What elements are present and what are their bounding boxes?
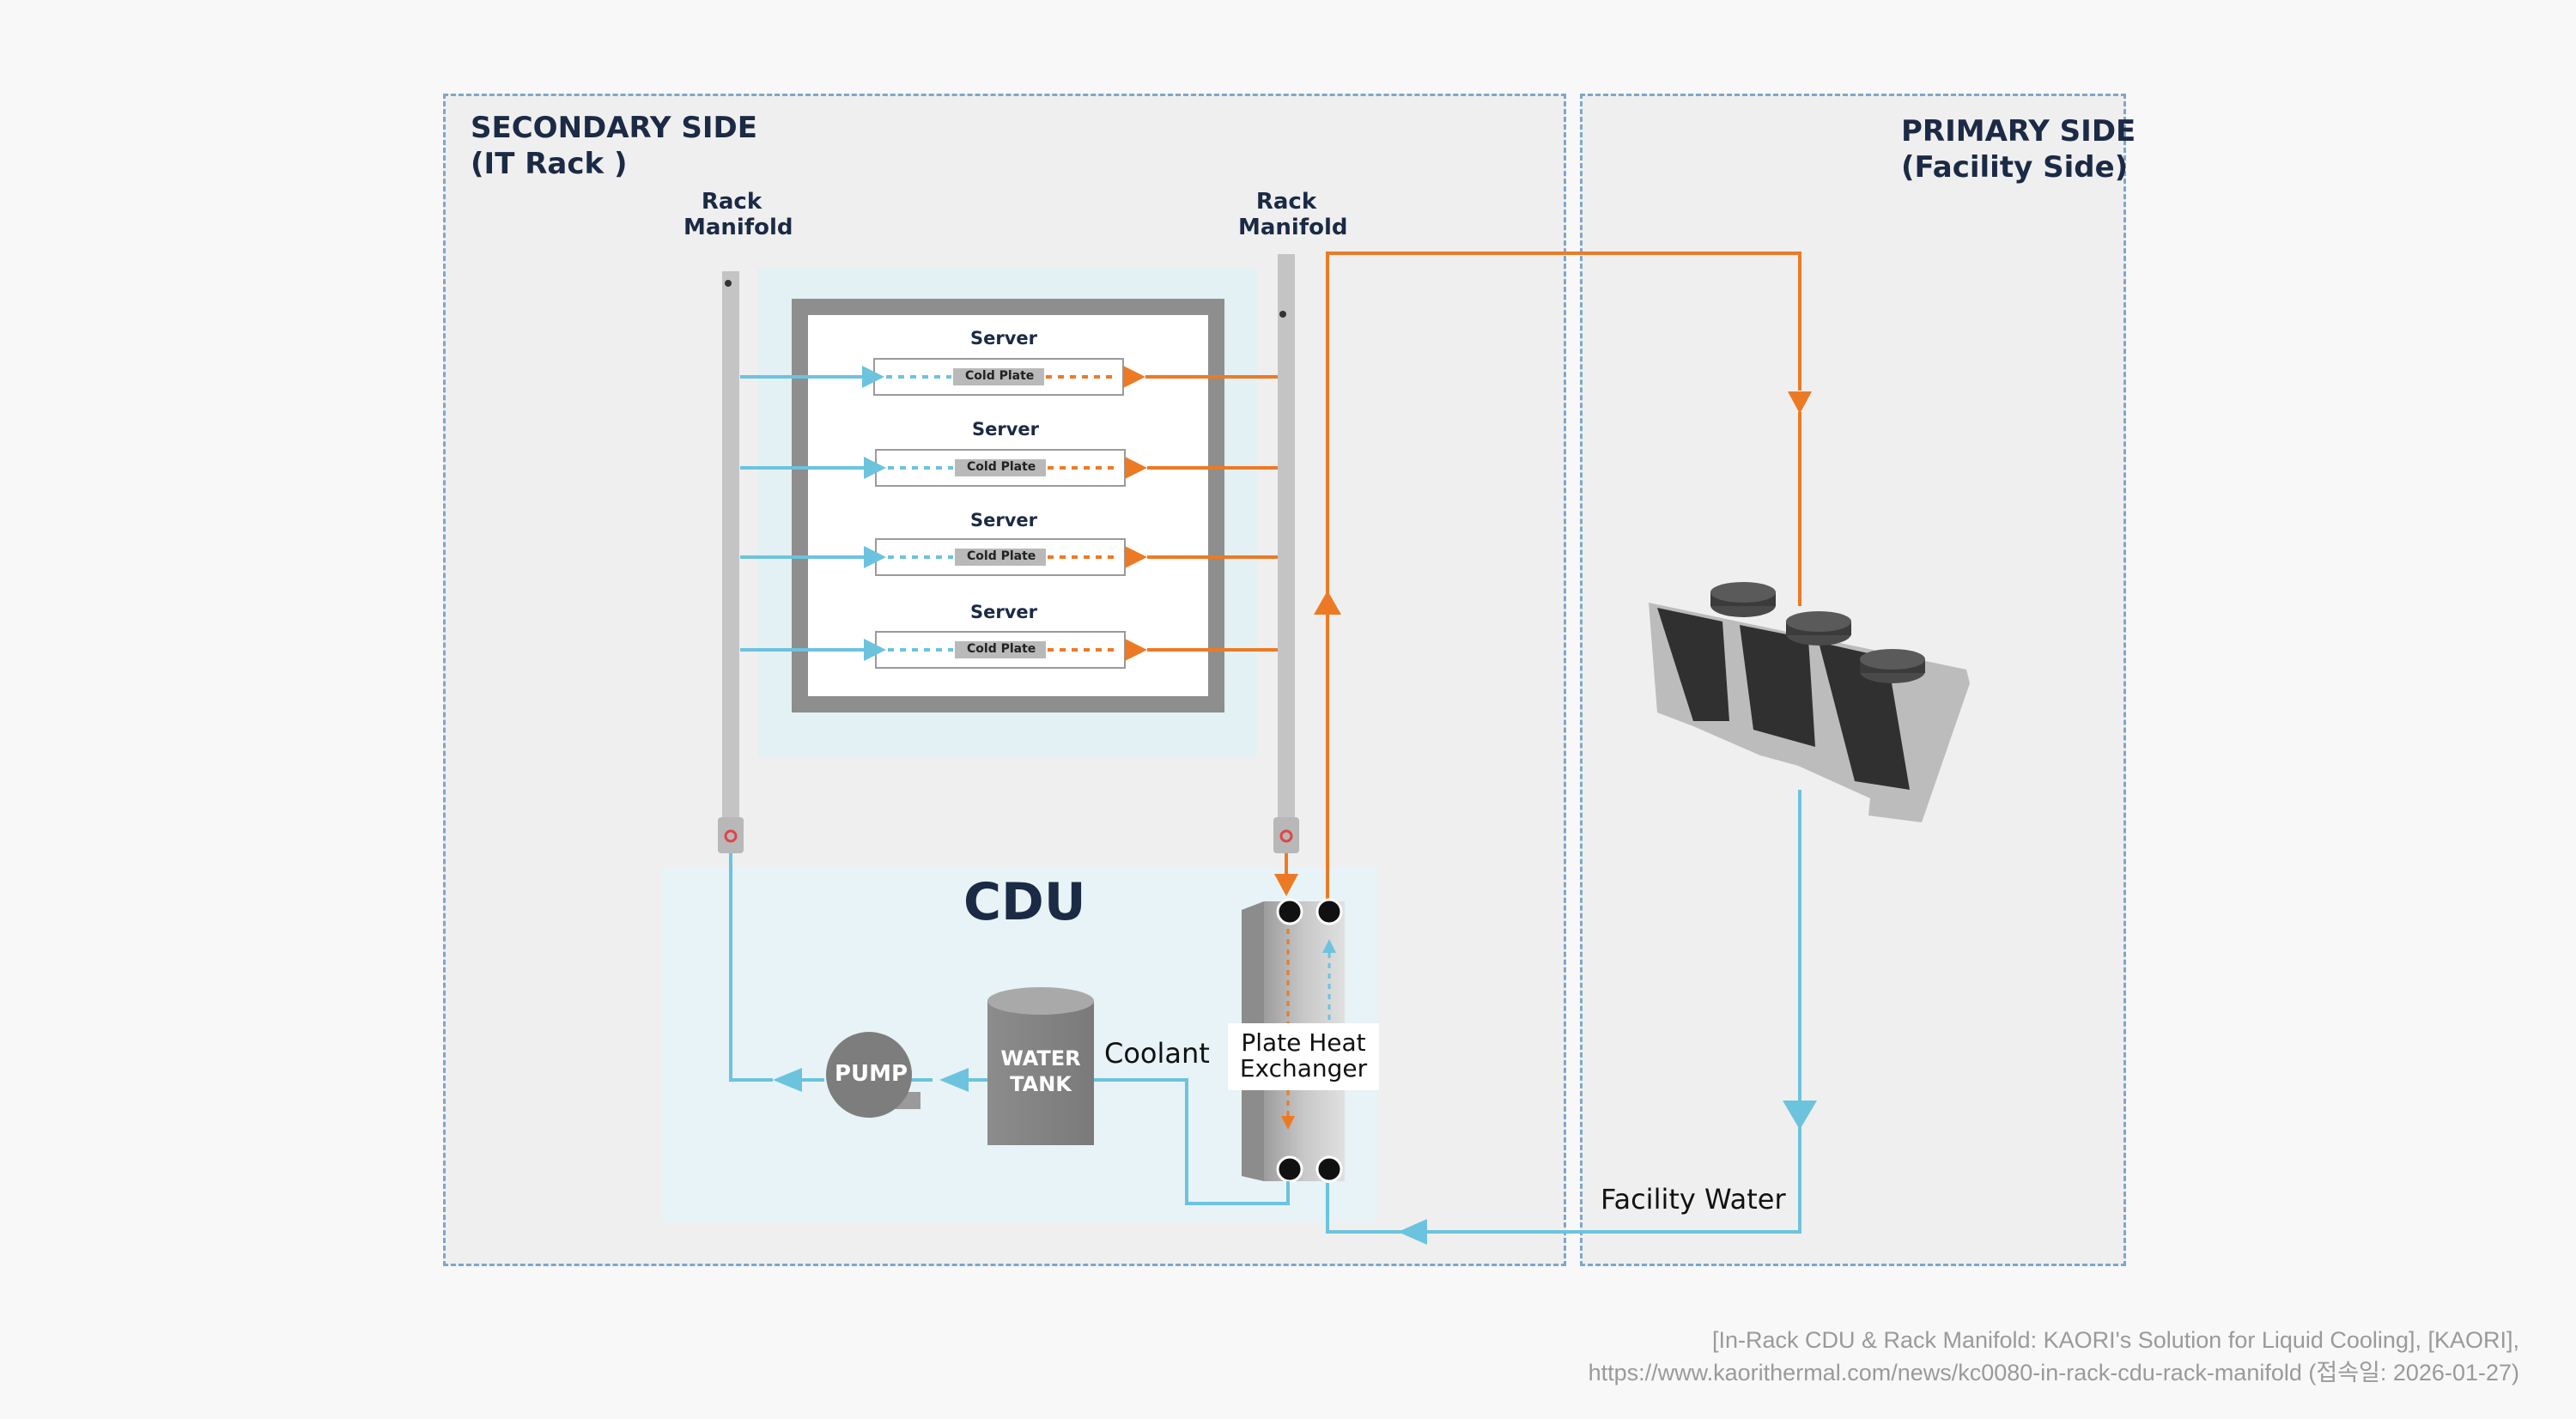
cold-plate [955, 641, 1046, 658]
plate-heat-exchanger [1228, 898, 1379, 1183]
cold-plate-label: Cold Plate [967, 549, 1036, 563]
cold-plate [955, 459, 1046, 476]
hot-loop-arrowheads [1274, 391, 1812, 896]
coolant-label: Coolant [1104, 1037, 1210, 1070]
cold-plate-label: Cold Plate [967, 642, 1036, 656]
cold-supply-lines [740, 375, 864, 652]
dry-cooler [1649, 582, 1970, 822]
cold-plate [953, 368, 1044, 385]
primary-side-title: PRIMARY SIDE (Facility Side) [1901, 114, 2136, 185]
right-rack-manifold [1273, 254, 1299, 853]
rack-manifold-right-label: Rack Manifold [1238, 189, 1348, 240]
cdu-title: CDU [963, 872, 1086, 932]
left-rack-manifold [718, 271, 744, 853]
secondary-side-title: SECONDARY SIDE (IT Rack ) [471, 111, 757, 181]
hot-loop [1285, 252, 1801, 901]
server-label: Server [970, 510, 1038, 531]
hot-return-lines [1145, 375, 1279, 652]
server-rows [873, 358, 1126, 669]
pump [826, 1032, 920, 1118]
source-citation: [In-Rack CDU & Rack Manifold: KAORI's So… [1588, 1327, 2519, 1386]
cold-supply-arrowheads [862, 366, 886, 661]
cold-plate-label: Cold Plate [967, 460, 1036, 474]
rack-manifold-left-label: Rack Manifold [683, 189, 793, 240]
server-label: Server [970, 328, 1038, 349]
server-label: Server [972, 419, 1040, 440]
facility-water-label: Facility Water [1601, 1183, 1786, 1216]
cold-plate-label: Cold Plate [965, 369, 1035, 383]
server-hot-arrowheads [1123, 366, 1147, 661]
server-label: Server [970, 602, 1038, 622]
secondary-coolant-loop [729, 853, 1290, 1205]
facility-water-arrowheads [1398, 1101, 1817, 1245]
water-tank [987, 987, 1094, 1145]
secondary-loop-arrowheads [773, 1068, 969, 1092]
pump-label: PUMP [835, 1061, 908, 1087]
plate-heat-exchanger-label: Plate Heat Exchanger [1239, 1028, 1368, 1082]
water-tank-label: WATER TANK [1000, 1046, 1081, 1096]
facility-water-loop [1326, 790, 1801, 1234]
cold-plate [955, 549, 1046, 566]
